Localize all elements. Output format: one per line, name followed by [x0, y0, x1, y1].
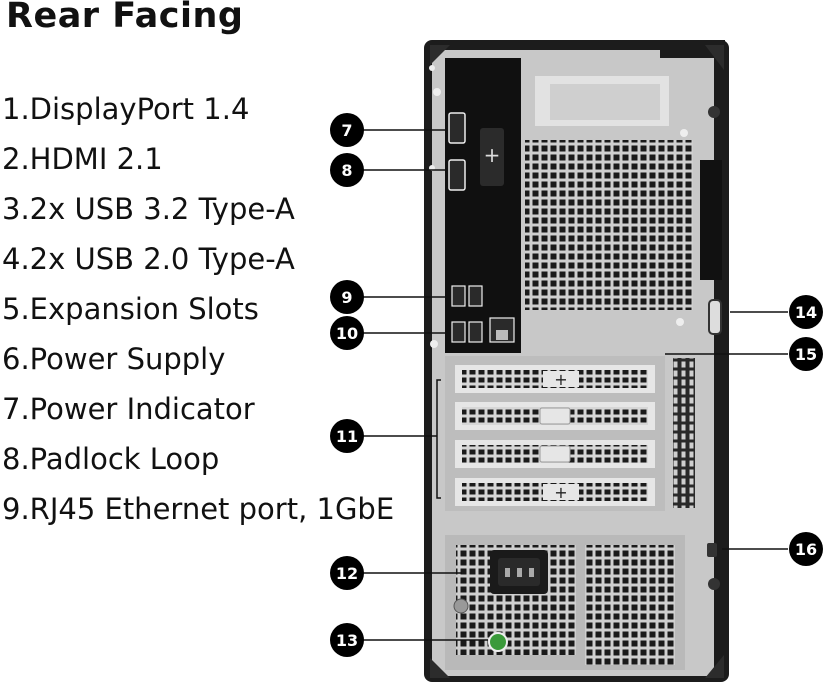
svg-text:14: 14 [795, 303, 817, 322]
callout-16: 16 [789, 532, 823, 566]
expansion-slots: + + [445, 356, 695, 511]
callout-9: 9 [330, 280, 364, 314]
fan-vent [525, 76, 693, 310]
svg-text:8: 8 [341, 161, 352, 180]
callout-13: 13 [330, 623, 364, 657]
spec-power-indicator: 7.Power Indicator [2, 392, 255, 426]
svg-text:12: 12 [336, 564, 358, 583]
callout-7: 7 [330, 113, 364, 147]
displayport-port [448, 112, 466, 144]
spec-padlock-loop: 8.Padlock Loop [2, 442, 220, 476]
spec-usb32: 3.2x USB 3.2 Type-A [2, 192, 295, 226]
spec-displayport: 1.DisplayPort 1.4 [2, 92, 250, 126]
usb20-port-2 [468, 321, 483, 343]
spec-hdmi: 2.HDMI 2.1 [2, 142, 163, 176]
usb20-port-1 [451, 321, 466, 343]
svg-text:9: 9 [341, 288, 352, 307]
svg-text:16: 16 [795, 540, 817, 559]
padlock-loop [708, 299, 722, 335]
io-panel: + [445, 58, 521, 353]
power-led [488, 632, 508, 652]
hdmi-port [448, 159, 466, 191]
svg-text:15: 15 [795, 345, 817, 364]
svg-text:11: 11 [336, 427, 358, 446]
leader-lines [363, 129, 788, 641]
spec-usb20: 4.2x USB 2.0 Type-A [2, 242, 295, 276]
callout-8: 8 [330, 153, 364, 187]
page-title: Rear Facing [6, 0, 244, 36]
spec-rj45: 9.RJ45 Ethernet port, 1GbE [2, 492, 395, 526]
svg-text:+: + [484, 143, 501, 167]
callout-11: 11 [330, 419, 364, 453]
callout-12: 12 [330, 556, 364, 590]
callout-10: 10 [330, 316, 364, 350]
svg-text:+: + [554, 483, 567, 502]
svg-text:10: 10 [336, 324, 358, 343]
usb32-port-1 [451, 285, 466, 307]
spec-expansion-slots: 5.Expansion Slots [2, 292, 259, 326]
svg-text:13: 13 [336, 631, 358, 650]
spec-power-supply: 6.Power Supply [2, 342, 226, 376]
usb32-port-2 [468, 285, 483, 307]
svg-text:7: 7 [341, 121, 352, 140]
callout-14: 14 [789, 295, 823, 329]
power-supply [445, 535, 685, 670]
callout-15: 15 [789, 337, 823, 371]
svg-text:+: + [554, 370, 567, 389]
security-slot [707, 543, 717, 557]
